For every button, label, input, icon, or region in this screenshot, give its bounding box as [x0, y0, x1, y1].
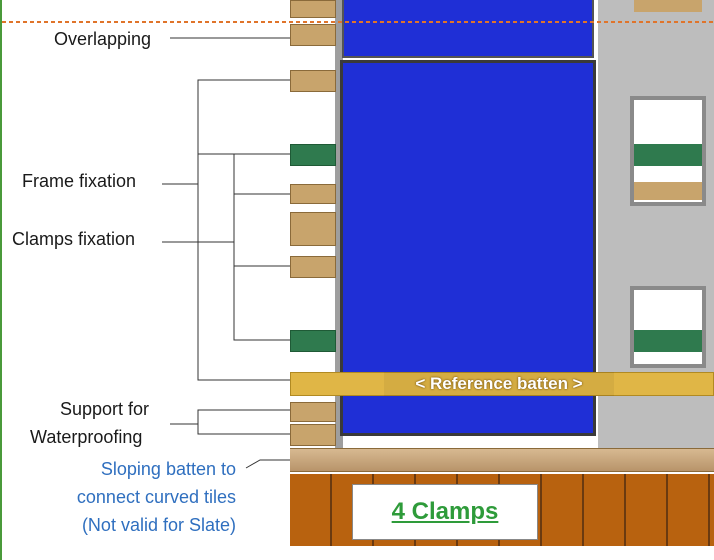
batten-overlapping	[290, 24, 336, 46]
clamps-count-label: 4 Clamps	[391, 498, 499, 525]
label-clamps-fixation: Clamps fixation	[12, 229, 136, 249]
label-frame-fixation: Frame fixation	[22, 171, 137, 191]
side-top-batten-right	[634, 0, 702, 12]
label-sloping-line2: connect curved tiles	[76, 487, 236, 507]
frame-fixation-leader	[162, 79, 290, 185]
label-support-line1: Support for	[60, 399, 150, 419]
side-window-top-tan-batten	[634, 182, 702, 200]
clamps-count-box: 4 Clamps	[352, 484, 538, 540]
batten-waterproofing-1	[290, 402, 336, 422]
clamps-fixation-leader-bottom	[233, 242, 290, 341]
side-window-bottom-green-batten	[634, 330, 702, 352]
clamps-fixation-leader-top	[162, 153, 290, 243]
panel-side-rail	[335, 0, 343, 448]
upper-blue-panel	[342, 0, 594, 58]
label-sloping-line3: (Not valid for Slate)	[81, 515, 236, 535]
reference-batten-label: < Reference batten >	[384, 372, 614, 396]
batten-frame-fixation	[290, 144, 336, 166]
sloping-batten-leader	[245, 459, 290, 469]
batten	[290, 256, 336, 278]
batten	[290, 0, 336, 18]
waterproofing-leader-bottom	[197, 424, 290, 435]
batten	[290, 212, 336, 246]
waterproofing-leader-top	[170, 409, 290, 425]
side-window-bottom	[630, 286, 706, 368]
batten-clamps-fixation	[290, 330, 336, 352]
batten-waterproofing-2	[290, 424, 336, 446]
side-window-top-green-batten	[634, 144, 702, 166]
batten	[290, 184, 336, 204]
label-support-line2: Waterproofing	[30, 427, 143, 447]
label-overlapping: Overlapping	[54, 29, 152, 49]
frame-fixation-leader-bottom	[197, 184, 290, 381]
reference-batten	[290, 372, 714, 396]
batten	[290, 70, 336, 92]
sloping-batten	[290, 448, 714, 472]
label-sloping-line1: Sloping batten to	[100, 459, 236, 479]
